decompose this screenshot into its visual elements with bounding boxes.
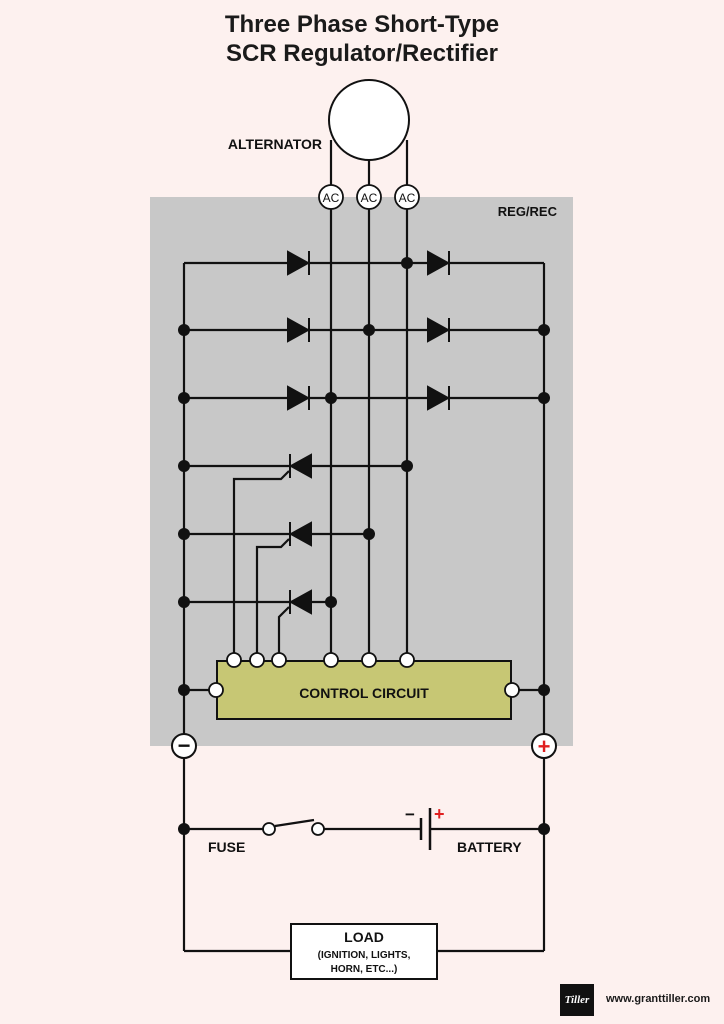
- terminals: [208, 652, 520, 836]
- scr-3: [288, 589, 312, 615]
- diodes: [287, 250, 451, 411]
- diode-6: [427, 385, 451, 411]
- scr-2: [288, 521, 312, 547]
- reg-rec-label: REG/REC: [498, 204, 558, 219]
- diode-5: [287, 385, 311, 411]
- battery-label: BATTERY: [457, 839, 522, 855]
- diode-1: [287, 250, 311, 276]
- load-sub-line1: (IGNITION, LIGHTS,: [318, 950, 411, 961]
- junction-dots: [178, 257, 550, 835]
- ac-terminals: AC AC AC: [318, 184, 420, 210]
- ac-terminal-3-label: AC: [399, 191, 416, 205]
- ac-terminal-1-label: AC: [323, 191, 340, 205]
- negative-terminal-sign: −: [178, 733, 191, 758]
- negative-terminal: [171, 733, 197, 759]
- control-circuit-box: [216, 660, 512, 720]
- diode-2: [427, 250, 451, 276]
- ac-terminal-2-label: AC: [361, 191, 378, 205]
- diode-4: [427, 317, 451, 343]
- battery-minus-sign: −: [405, 805, 415, 824]
- diagram-title-line1: Three Phase Short-Type: [224, 11, 500, 38]
- control-circuit-label: CONTROL CIRCUIT: [299, 685, 429, 701]
- load-sub-line2: HORN, ETC...): [331, 964, 398, 975]
- scr-1: [288, 453, 312, 479]
- diode-3: [287, 317, 311, 343]
- website-link[interactable]: www.granttiller.com: [606, 993, 711, 1005]
- tiller-logo: Tiller: [560, 984, 594, 1016]
- battery-plus-sign: +: [434, 804, 445, 824]
- scrs: [288, 453, 312, 615]
- reg-rec-box: [150, 197, 573, 746]
- fuse-label: FUSE: [208, 839, 245, 855]
- load-box: [290, 923, 438, 980]
- positive-terminal: [531, 733, 557, 759]
- diagram-title-line2: SCR Regulator/Rectifier: [225, 40, 499, 67]
- positive-terminal-sign: +: [538, 734, 551, 759]
- load-label: LOAD: [344, 929, 384, 945]
- alternator-circle: [328, 79, 410, 161]
- alternator-label: ALTERNATOR: [228, 136, 322, 152]
